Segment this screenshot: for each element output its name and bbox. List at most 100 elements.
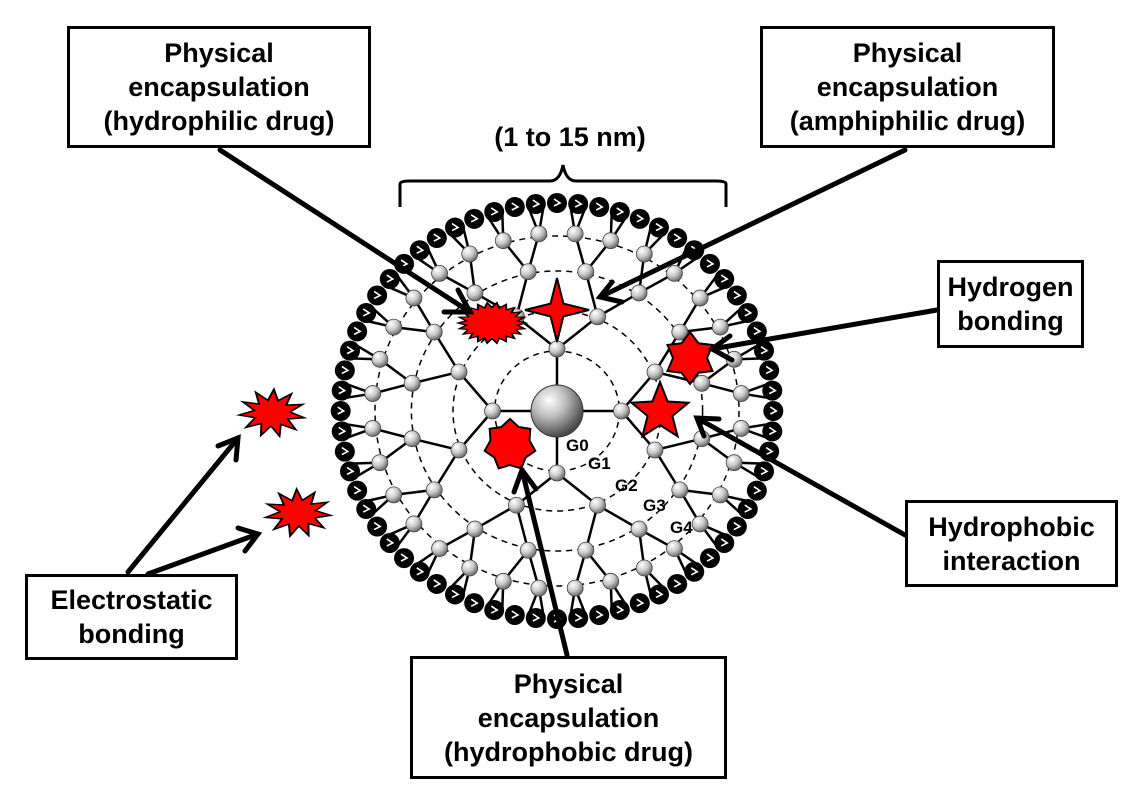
terminal-charge-mark xyxy=(673,233,682,242)
terminal-group xyxy=(347,480,368,501)
generation-label-g3: G3 xyxy=(643,496,666,515)
terminal-charge-mark xyxy=(353,326,362,336)
branch-bond xyxy=(458,410,494,451)
drug-hydrophobic xyxy=(483,417,537,470)
branch-bead xyxy=(519,541,537,559)
terminal-charge-mark xyxy=(346,466,355,476)
terminal-charge-mark xyxy=(337,406,346,415)
dendrimer-beads xyxy=(364,225,750,597)
terminal-group xyxy=(339,461,360,482)
terminal-charge-mark xyxy=(690,567,699,576)
terminal-group xyxy=(409,561,430,582)
terminal-charge-mark xyxy=(753,485,762,495)
terminal-group xyxy=(726,285,747,306)
label-line: Electrostatic xyxy=(50,585,213,615)
branch-bead xyxy=(405,515,423,533)
branch-bead xyxy=(431,265,448,282)
branch-bead xyxy=(693,374,711,392)
terminal-group xyxy=(331,421,352,442)
label-line: (hydrophobic drug) xyxy=(444,736,693,767)
branch-bead xyxy=(494,232,512,250)
terminal-group xyxy=(763,401,784,421)
branch-bead xyxy=(732,420,750,437)
terminal-charge-mark xyxy=(470,598,479,607)
terminal-charge-mark xyxy=(673,579,682,588)
branch-bead xyxy=(589,308,606,326)
terminal-group xyxy=(762,421,783,442)
drug-hydrogen-bonding xyxy=(666,330,714,386)
terminal-group xyxy=(334,441,355,462)
terminal-group xyxy=(464,208,485,229)
terminal-group xyxy=(737,499,758,520)
branch-bead xyxy=(646,441,664,459)
branch-bead xyxy=(589,496,606,514)
terminal-charge-mark xyxy=(373,290,382,300)
terminal-charge-mark xyxy=(532,199,541,208)
branch-bead xyxy=(431,540,448,557)
label-line: encapsulation xyxy=(477,702,660,733)
arrow-electrostatic-2 xyxy=(145,531,261,577)
terminal-group xyxy=(379,269,400,290)
label-line: Physical xyxy=(513,668,624,699)
terminal-charge-mark xyxy=(433,579,442,588)
branch-bead xyxy=(385,486,403,504)
terminal-group xyxy=(754,340,775,361)
branch-bead xyxy=(508,496,525,514)
branch-bead xyxy=(364,385,382,402)
generation-ring xyxy=(374,235,740,587)
branch-bead xyxy=(635,245,653,263)
terminal-group xyxy=(525,194,546,215)
terminal-charge-mark xyxy=(400,553,409,562)
branch-bead xyxy=(566,579,584,597)
terminal-charge-mark xyxy=(753,326,762,336)
terminal-group xyxy=(648,584,669,605)
drug-electrostatic-1 xyxy=(235,386,308,439)
terminal-charge-mark xyxy=(744,308,753,317)
terminal-charge-mark xyxy=(616,605,625,614)
terminal-charge-mark xyxy=(341,365,350,375)
terminal-group xyxy=(409,240,430,261)
terminal-charge-mark xyxy=(760,345,769,355)
branch-bead xyxy=(691,289,709,307)
terminal-group xyxy=(754,461,775,482)
terminal-group xyxy=(667,573,688,594)
label-line: interaction xyxy=(942,545,1081,576)
arrow-electrostatic-2-head xyxy=(235,525,263,554)
terminal-group xyxy=(504,196,525,217)
terminal-charge-mark xyxy=(338,426,347,436)
terminal-charge-mark xyxy=(490,207,499,216)
terminal-group xyxy=(525,607,546,628)
terminal-charge-mark xyxy=(636,214,645,223)
size-bracket xyxy=(398,164,728,207)
branch-bead xyxy=(646,363,664,381)
terminal-charge-mark xyxy=(595,610,604,619)
terminal-charge-mark xyxy=(768,426,777,436)
terminal-charge-mark xyxy=(416,567,425,576)
branch-bead xyxy=(577,541,595,559)
branch-bead xyxy=(725,454,743,472)
terminal-charge-mark xyxy=(532,613,541,622)
label-line: encapsulation xyxy=(128,72,310,102)
generation-label-g0: G0 xyxy=(566,436,589,455)
terminal-group xyxy=(746,480,767,501)
terminal-group xyxy=(339,340,360,361)
terminal-group xyxy=(609,201,630,222)
branch-bead xyxy=(566,225,584,243)
branch-bead xyxy=(635,559,653,577)
arrow-hydrogen xyxy=(709,307,940,352)
label-line: bonding xyxy=(957,306,1064,336)
label-hydrogen-bonding: Hydrogen bonding xyxy=(937,260,1084,348)
branch-bead xyxy=(530,225,548,243)
pointer-arrows xyxy=(125,147,940,658)
terminal-group xyxy=(547,193,567,213)
terminal-charge-mark xyxy=(490,605,499,614)
terminal-charge-mark xyxy=(341,446,350,456)
branch-bead xyxy=(548,340,566,358)
arrow-electrostatic-1-head xyxy=(215,434,241,463)
branch-bead xyxy=(711,318,729,336)
branch-bond xyxy=(620,410,656,451)
branch-bead xyxy=(691,515,709,533)
arrow-hydrophilic xyxy=(217,147,473,315)
branch-bead xyxy=(666,265,683,282)
